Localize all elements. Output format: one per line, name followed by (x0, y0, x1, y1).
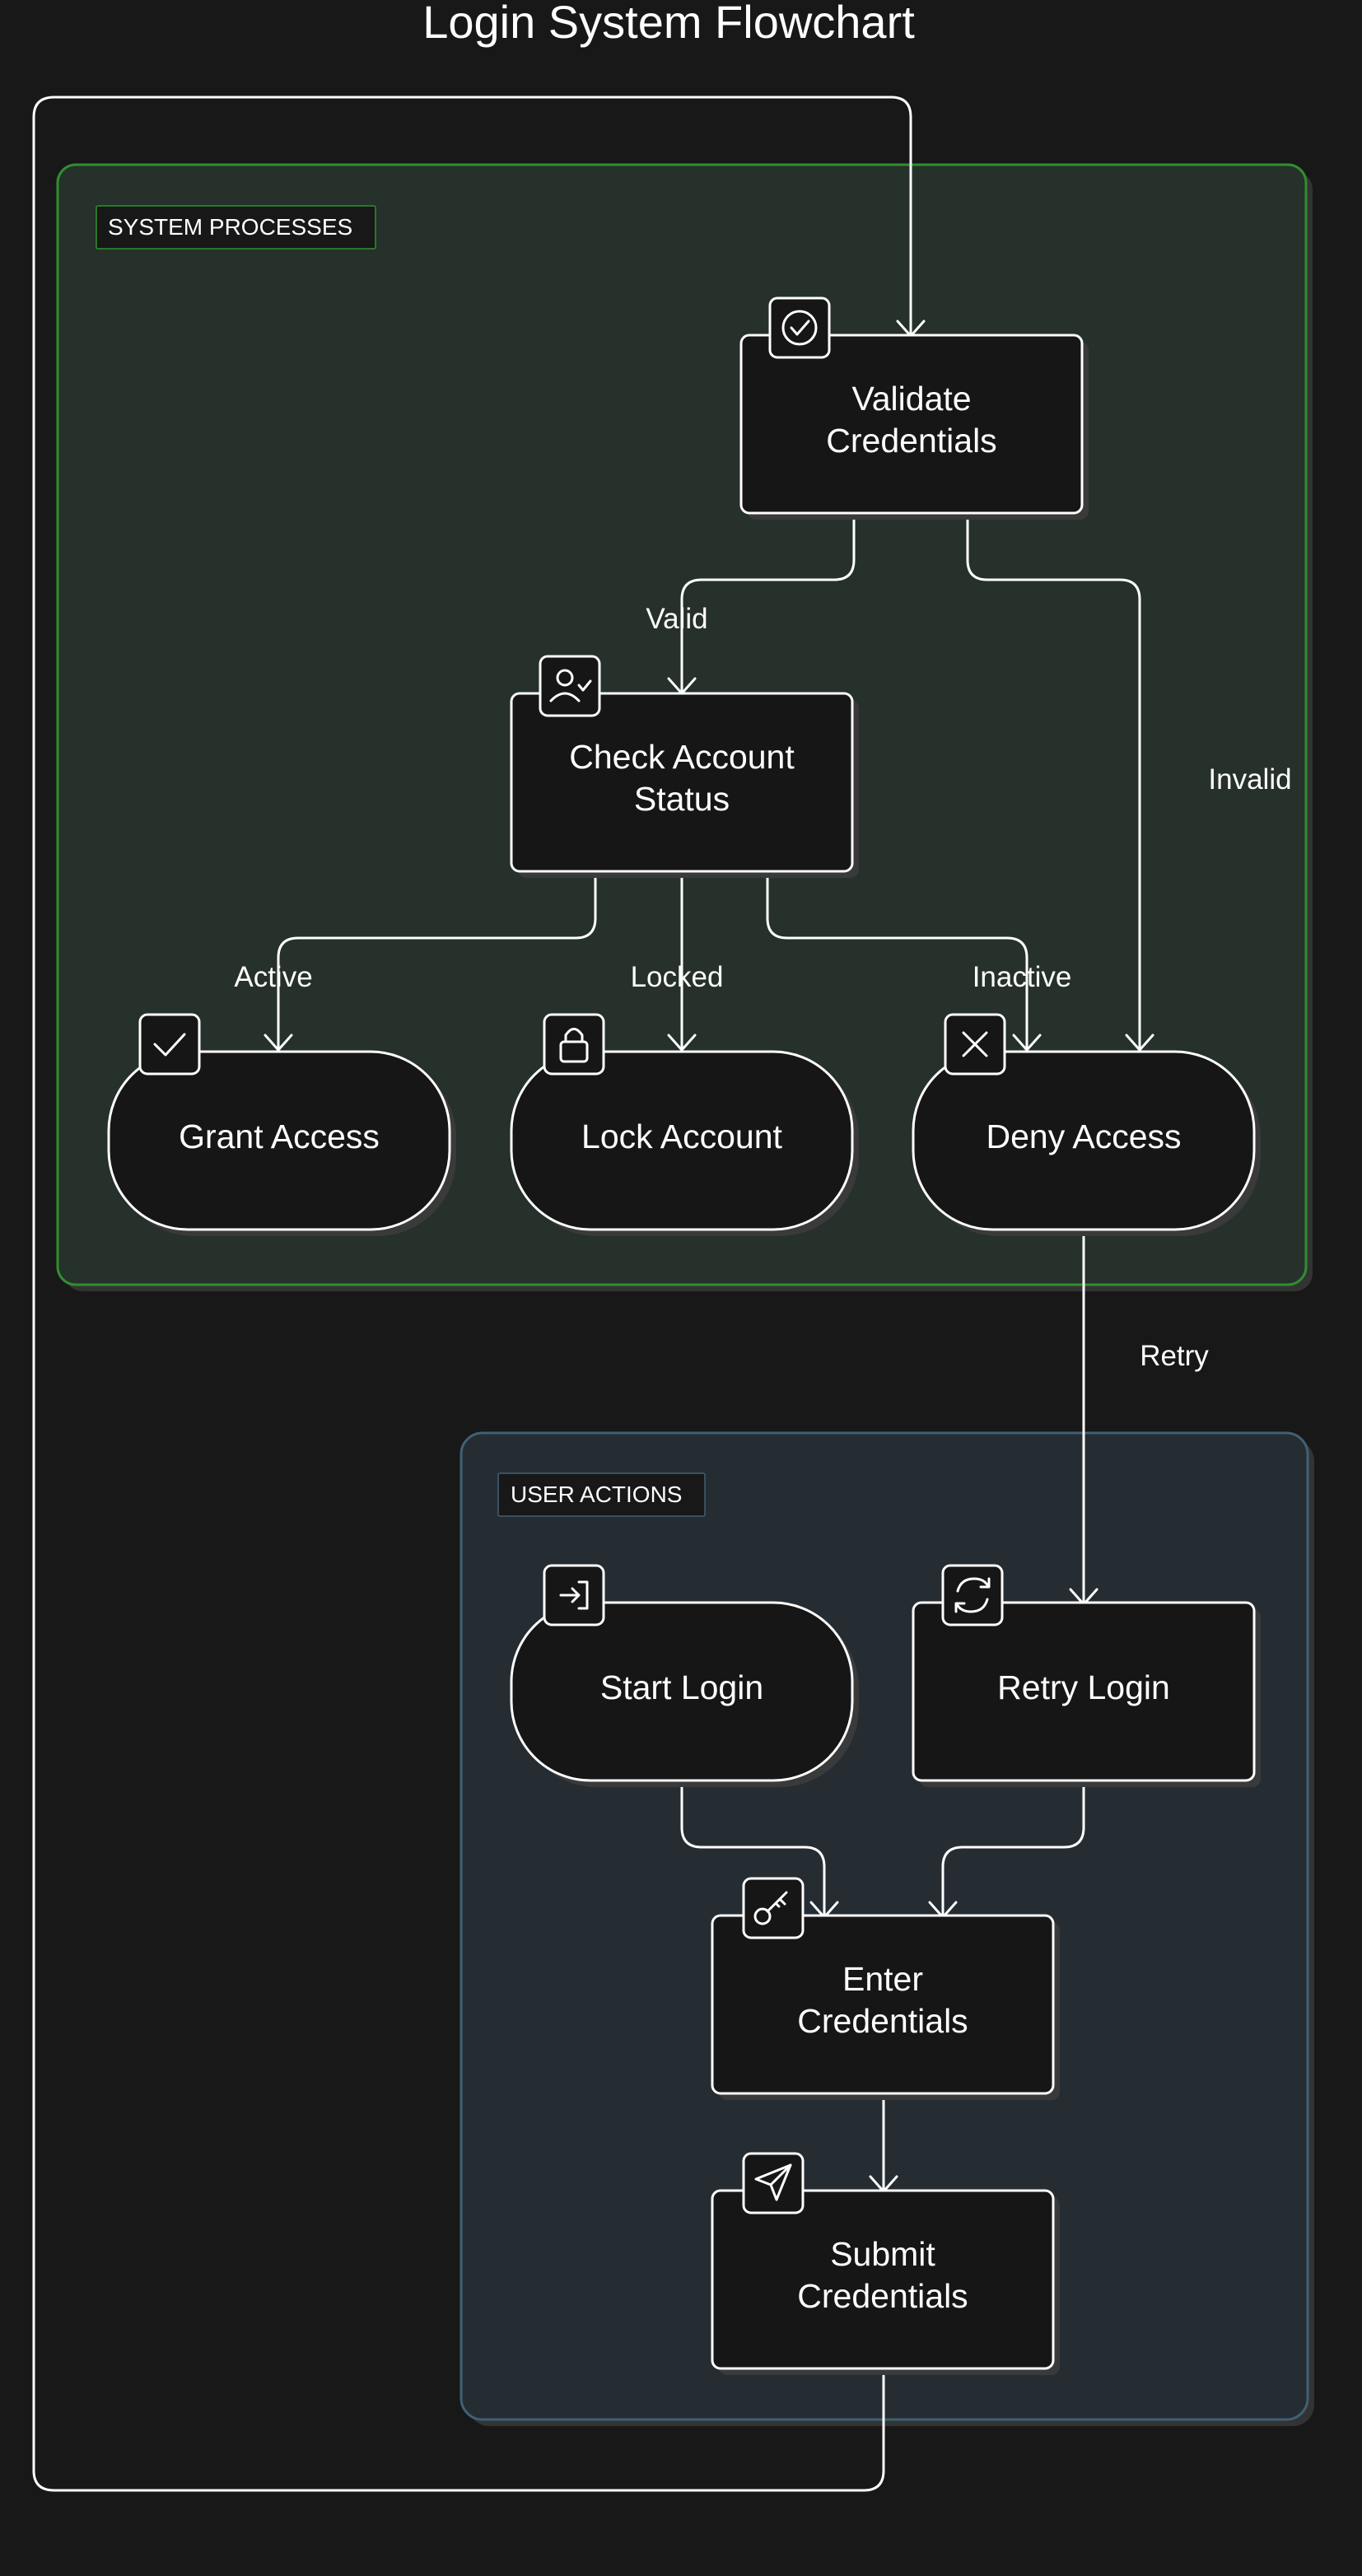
group-label-box (96, 205, 376, 250)
refresh-icon (941, 1564, 1004, 1626)
node-label-line: Retry Login (997, 1668, 1170, 1706)
node-label-line: Deny Access (987, 1118, 1182, 1155)
edge-start-enter (680, 1779, 839, 1919)
edge-label-valid: Valid (646, 603, 707, 635)
edge-label-active: Active (234, 961, 312, 993)
edge-validate-deny (966, 511, 1154, 1052)
node-validate-credentials[interactable]: Validate Credentials (739, 296, 1089, 520)
node-label-line: Lock Account (581, 1118, 782, 1155)
group-label: SYSTEM PROCESSES (108, 214, 352, 240)
node-label-line: Credentials (826, 422, 996, 460)
edge-check-status-deny (766, 870, 1042, 1052)
key-icon (742, 1877, 805, 1939)
node-label-line: Enter (842, 1960, 923, 1998)
node-label-line: Credentials (797, 2277, 968, 2315)
edge-label-retry: Retry (1140, 1340, 1209, 1372)
node-label-line: Validate (851, 380, 971, 418)
edge-submit-validate (32, 96, 926, 2492)
edge-labels: Valid Invalid Active Locked Inactive Ret… (234, 603, 1291, 1372)
lock-icon (543, 1013, 605, 1076)
x-icon (944, 1013, 1006, 1076)
node-start-login[interactable]: Start Login (510, 1564, 859, 1787)
node-submit-credentials[interactable]: Submit Credentials (711, 2152, 1060, 2375)
node-grant-access[interactable]: Grant Access (107, 1013, 456, 1236)
node-check-account-status[interactable]: Check Account Status (510, 655, 859, 878)
node-label-line: Grant Access (179, 1118, 380, 1155)
node-lock-account[interactable]: Lock Account (510, 1013, 859, 1236)
node-label-line: Start Login (600, 1668, 763, 1706)
check-circle-icon (768, 296, 831, 359)
edge-retry-enter (928, 1779, 1085, 1919)
group-label: USER ACTIONS (511, 1482, 682, 1507)
send-icon (742, 2152, 805, 2214)
edges (32, 96, 1154, 2492)
edge-label-inactive: Inactive (973, 961, 1072, 993)
log-in-icon (543, 1564, 605, 1626)
node-label-line: Credentials (797, 2002, 968, 2040)
node-label-line: Submit (830, 2235, 935, 2273)
group-label-box (497, 1472, 706, 1517)
edge-label-locked: Locked (631, 961, 724, 993)
node-deny-access[interactable]: Deny Access (912, 1013, 1261, 1236)
check-icon (138, 1013, 201, 1076)
edge-validate-check-status (667, 511, 856, 695)
node-retry-login[interactable]: Retry Login (912, 1564, 1261, 1787)
user-check-icon (539, 655, 601, 717)
edge-label-invalid: Invalid (1208, 763, 1291, 796)
node-label-line: Status (634, 780, 730, 818)
node-enter-credentials[interactable]: Enter Credentials (711, 1877, 1060, 2100)
diagram-title: Login System Flowchart (422, 0, 915, 48)
edge-check-status-grant (264, 870, 597, 1052)
node-label-line: Check Account (569, 738, 795, 776)
